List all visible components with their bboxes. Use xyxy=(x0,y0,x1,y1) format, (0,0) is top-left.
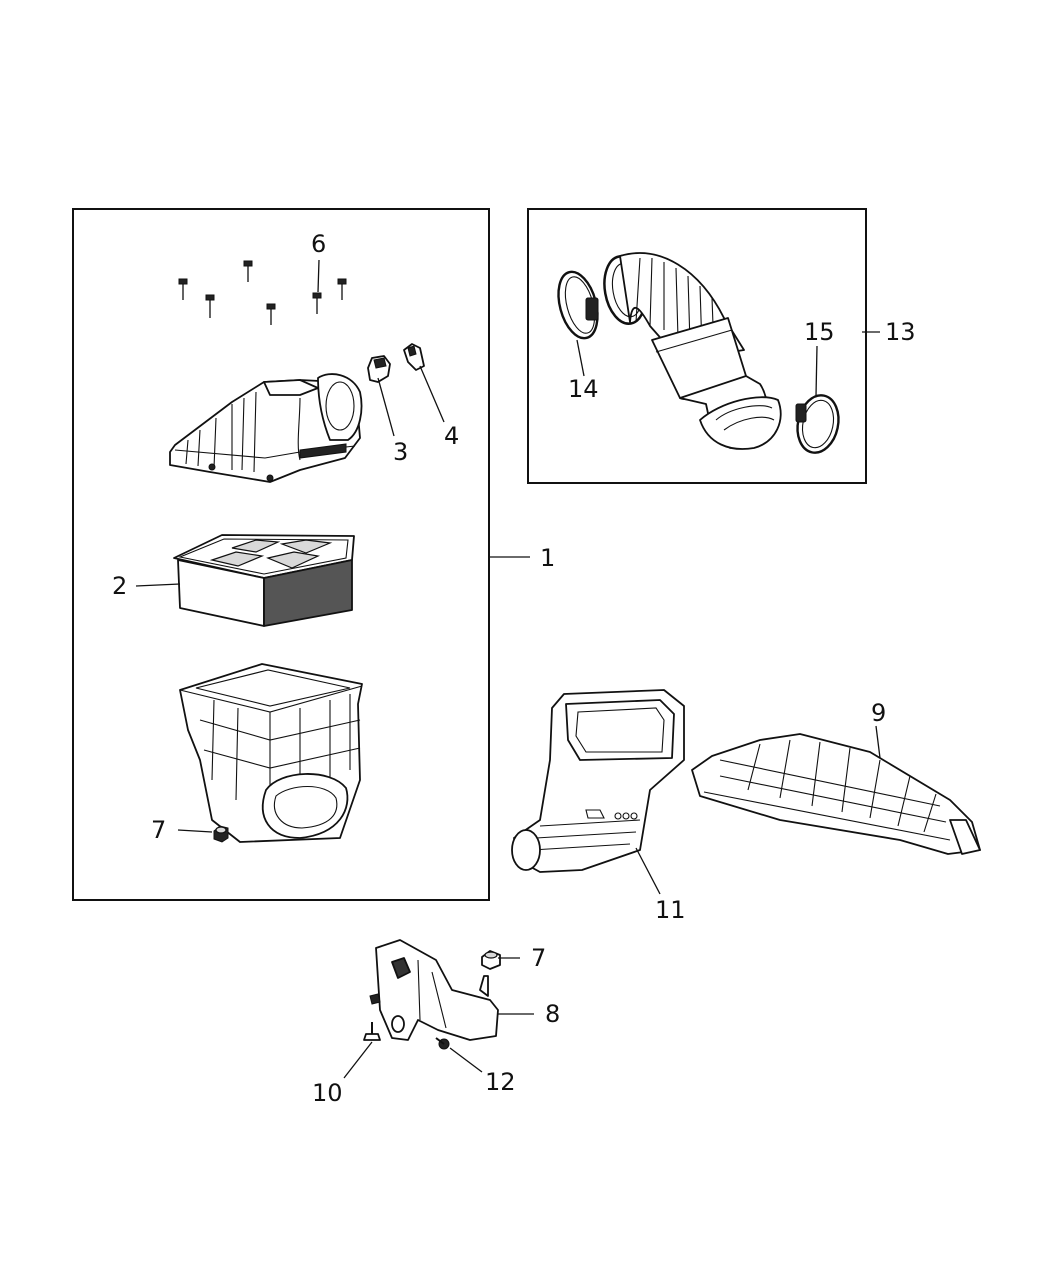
bolt-part-12[interactable] xyxy=(435,1037,450,1050)
callout-12: 12 xyxy=(485,1068,516,1096)
clamp-part-15[interactable] xyxy=(792,391,843,456)
callout-15: 15 xyxy=(804,318,835,346)
assembly-box-hose xyxy=(527,208,867,484)
callout-14: 14 xyxy=(568,375,599,403)
assembly-box-air-cleaner xyxy=(72,208,490,901)
callout-3: 3 xyxy=(393,438,408,466)
callout-7-lower: 7 xyxy=(531,944,546,972)
callout-10: 10 xyxy=(312,1079,343,1107)
clip-part-4[interactable] xyxy=(403,343,425,371)
air-filter-part-2[interactable] xyxy=(173,534,355,627)
leader-lines xyxy=(135,259,881,1079)
callout-1: 1 xyxy=(540,544,555,572)
bracket-part-8[interactable] xyxy=(375,939,499,1041)
callout-2: 2 xyxy=(112,572,127,600)
hose-part-13[interactable] xyxy=(599,252,782,450)
clamp-part-14[interactable] xyxy=(552,267,604,342)
screws-part-6[interactable] xyxy=(178,260,347,325)
nut-part-7-upper[interactable] xyxy=(213,825,229,843)
callout-7-upper: 7 xyxy=(151,816,166,844)
air-cleaner-cover[interactable] xyxy=(169,373,363,483)
callout-4: 4 xyxy=(444,422,459,450)
callout-13: 13 xyxy=(885,318,916,346)
air-inlet-part-9[interactable] xyxy=(691,733,981,855)
nut-part-7-lower[interactable] xyxy=(481,950,501,970)
sensor-part-3[interactable] xyxy=(367,355,391,383)
callout-9: 9 xyxy=(871,699,886,727)
callout-8: 8 xyxy=(545,1000,560,1028)
bolt-part-10[interactable] xyxy=(363,993,381,1041)
intake-duct-part-11[interactable] xyxy=(511,689,685,873)
air-cleaner-housing[interactable] xyxy=(179,663,363,843)
callout-6: 6 xyxy=(311,230,326,258)
callout-11: 11 xyxy=(655,896,686,924)
